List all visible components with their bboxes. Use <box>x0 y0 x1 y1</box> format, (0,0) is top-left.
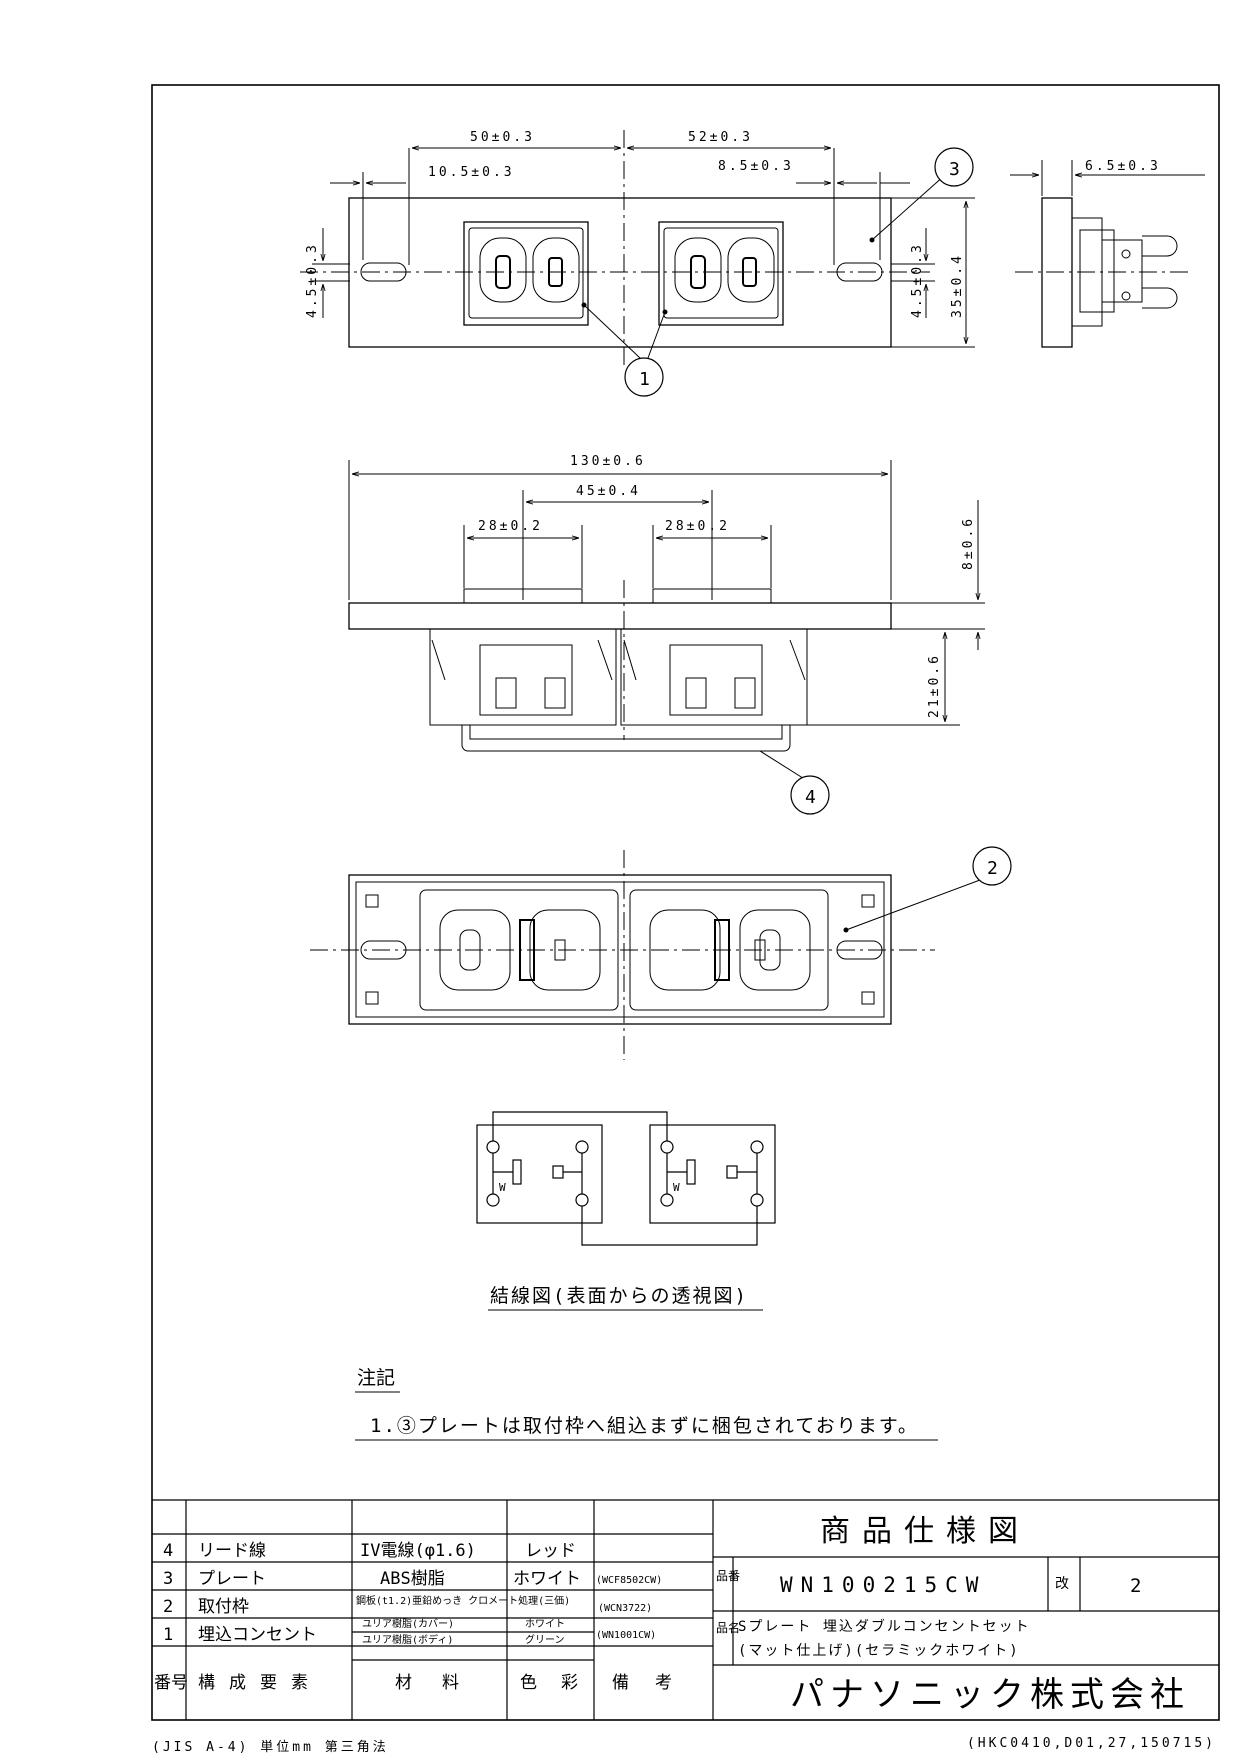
footer-standard: (JIS A-4) 単位mm 第三角法 <box>152 1740 389 1755</box>
callout-2: 2 <box>972 846 1012 886</box>
row1-no: 1 <box>163 1625 173 1645</box>
callout-4: 4 <box>790 775 830 815</box>
svg-text:4: 4 <box>805 787 816 808</box>
row1-color-body: グリーン <box>525 1633 565 1646</box>
row1-remark: (WN1001CW) <box>596 1630 656 1641</box>
dim-10-5: 10.5±0.3 <box>428 165 515 180</box>
row4-material: IV電線(φ1.6) <box>360 1541 476 1561</box>
dim-52: 52±0.3 <box>688 130 753 145</box>
dim-35: 35±0.4 <box>950 253 965 318</box>
rev-number: 2 <box>1130 1575 1141 1597</box>
note-line-1: 1.③プレートは取付枠へ組込まずに梱包されております。 <box>370 1415 919 1437</box>
header-remark: 備考 <box>612 1673 698 1693</box>
side-view <box>1010 160 1205 348</box>
manufacturer: パナソニック株式会社 <box>790 1675 1190 1715</box>
row1-material-body: ユリア樹脂(ボディ) <box>362 1633 453 1646</box>
dim-6-5: 6.5±0.3 <box>1085 159 1161 174</box>
row3-color: ホワイト <box>513 1569 581 1589</box>
dim-50: 50±0.3 <box>470 130 535 145</box>
wiring-diagram <box>476 1111 776 1246</box>
row2-name: 取付枠 <box>198 1597 249 1617</box>
product-name-line1: Sプレート 埋込ダブルコンセントセット <box>738 1618 1031 1635</box>
row4-name: リード線 <box>198 1541 266 1561</box>
row3-remark: (WCF8502CW) <box>596 1575 662 1586</box>
title-block <box>152 1499 1219 1720</box>
callout-1: 1 <box>624 357 664 397</box>
header-name: 構成要素 <box>198 1673 322 1693</box>
dim-130: 130±0.6 <box>570 454 646 469</box>
header-no: 番号 <box>154 1673 188 1693</box>
row3-name: プレート <box>198 1569 266 1589</box>
row1-color-cover: ホワイト <box>525 1618 565 1630</box>
dim-28-right: 28±0.2 <box>665 519 730 534</box>
part-no: WN100215CW <box>780 1573 986 1597</box>
wiring-title: 結線図(表面からの透視図) <box>490 1285 748 1307</box>
dim-45: 45±0.4 <box>576 484 641 499</box>
dim-28-left: 28±0.2 <box>478 519 543 534</box>
svg-text:3: 3 <box>949 159 960 180</box>
rev-label: 改 <box>1055 1576 1069 1592</box>
dim-21: 21±0.6 <box>927 653 942 718</box>
callout-3: 3 <box>934 147 974 187</box>
row4-color: レッド <box>525 1541 576 1561</box>
terminal-label-w1: W <box>499 1181 506 1194</box>
dim-4-5-right: 4.5±0.3 <box>910 242 925 318</box>
dim-8-5: 8.5±0.3 <box>718 159 794 174</box>
title-block-heading: 商品仕様図 <box>820 1514 1030 1549</box>
row2-remark: (WCN3722) <box>598 1603 652 1614</box>
row2-material: 鋼板(t1.2)亜鉛めっき クロメート処理(三価) <box>356 1594 570 1607</box>
svg-text:2: 2 <box>987 858 998 879</box>
dim-4-5-left: 4.5±0.3 <box>305 242 320 318</box>
row4-no: 4 <box>163 1541 173 1561</box>
row1-material-cover: ユリア樹脂(カバー) <box>362 1617 454 1630</box>
header-color: 色彩 <box>520 1673 602 1693</box>
terminal-label-w2: W <box>673 1181 680 1194</box>
part-no-label: 品番 <box>716 1569 740 1583</box>
product-name-label: 品名 <box>716 1620 740 1635</box>
dim-8: 8±0.6 <box>961 516 976 570</box>
svg-text:1: 1 <box>639 369 650 390</box>
elevation-view <box>348 460 985 781</box>
product-name-line2: (マット仕上げ)(セラミックホワイト) <box>738 1643 1020 1659</box>
row3-material: ABS樹脂 <box>380 1569 445 1589</box>
row2-no: 2 <box>163 1597 173 1617</box>
front-view <box>300 130 975 370</box>
sheet-border <box>151 84 1220 1721</box>
row3-no: 3 <box>163 1569 173 1589</box>
row1-name: 埋込コンセント <box>198 1625 317 1645</box>
header-material: 材料 <box>395 1673 489 1693</box>
notes-heading: 注記 <box>357 1367 395 1389</box>
footer-doc-code: (HKC0410,D01,27,150715) <box>966 1736 1216 1751</box>
back-view <box>310 850 981 1060</box>
